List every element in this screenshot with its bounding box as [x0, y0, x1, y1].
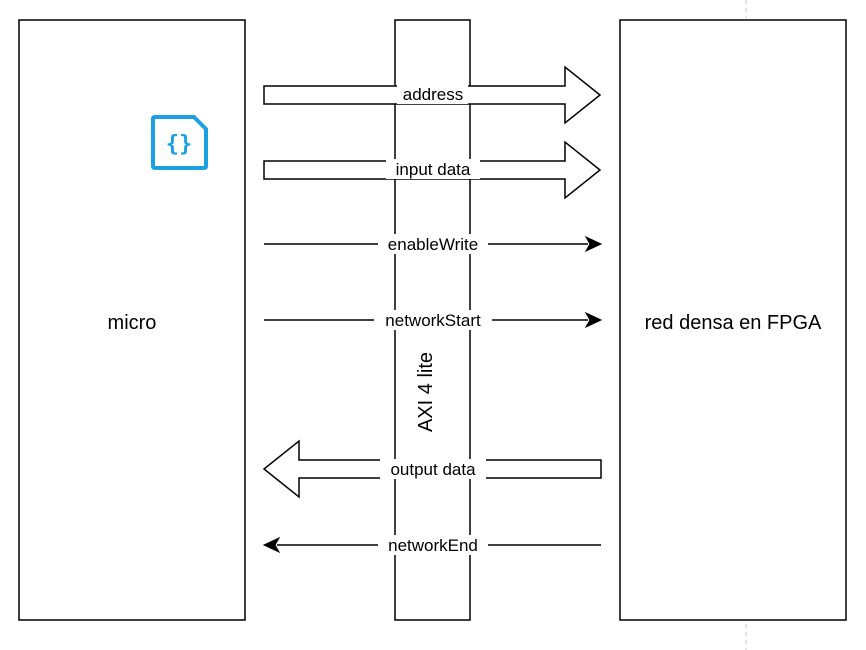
output-data-label-bg	[380, 459, 486, 479]
address-arrow[interactable]: address	[263, 65, 602, 125]
axi-bus-label: AXI 4 lite	[415, 352, 437, 432]
address-label-bg	[397, 84, 468, 104]
network-end-arrow[interactable]: networkEnd	[262, 535, 601, 555]
enable-write-arrow[interactable]: enableWrite	[264, 234, 603, 254]
input-data-label: input data	[396, 160, 471, 179]
enable-write-label: enableWrite	[388, 235, 478, 254]
fpga-block[interactable]: red densa en FPGA	[619, 19, 847, 621]
network-end-label: networkEnd	[388, 536, 478, 555]
micro-block[interactable]: micro	[18, 19, 246, 621]
network-start-label-bg	[374, 310, 492, 330]
fpga-label: red densa en FPGA	[645, 312, 822, 334]
output-data-label: output data	[390, 460, 476, 479]
input-data-arrow[interactable]: input data	[263, 140, 602, 200]
svg-text:{}: {}	[166, 132, 193, 157]
output-data-arrow[interactable]: output data	[262, 439, 602, 499]
json-file-icon: {}	[151, 115, 208, 170]
network-start-arrow[interactable]: networkStart	[264, 310, 603, 330]
address-label: address	[403, 85, 463, 104]
network-end-label-bg	[378, 535, 488, 555]
network-start-label: networkStart	[385, 311, 481, 330]
input-data-label-bg	[386, 159, 480, 179]
enable-write-label-bg	[378, 234, 488, 254]
micro-label: micro	[108, 312, 157, 334]
